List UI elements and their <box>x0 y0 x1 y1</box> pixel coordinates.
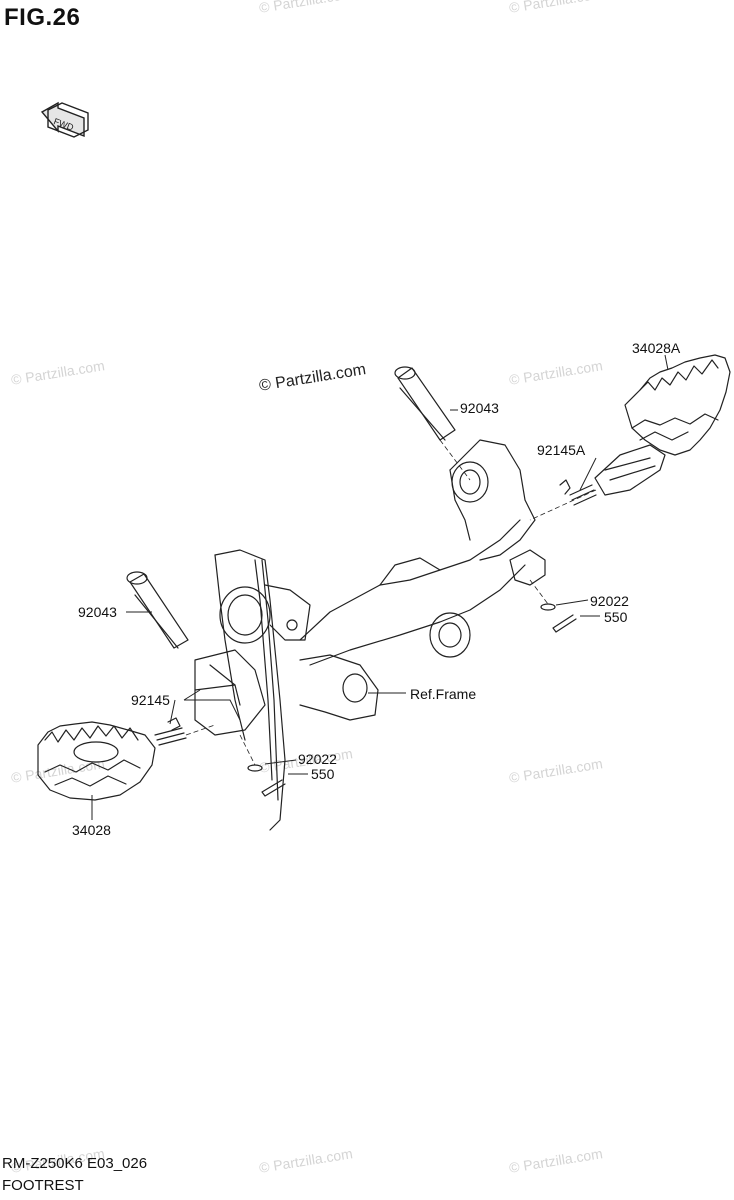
leader-line <box>579 457 597 491</box>
centerline <box>529 579 549 605</box>
cotter-pin-left-part <box>261 779 286 797</box>
fwd-arrow-icon: FWD <box>40 101 89 138</box>
callout-92145: 92145 <box>131 692 170 708</box>
centerline <box>239 734 256 766</box>
washer-left-part <box>247 764 263 772</box>
diagram-name: FOOTREST <box>2 1177 84 1194</box>
footrest-left-part <box>37 721 156 801</box>
leader-line <box>184 699 241 721</box>
centerline <box>439 439 471 481</box>
figure-title: FIG.26 <box>4 4 81 31</box>
diagram-code: RM-Z250K6 E03_026 <box>2 1155 148 1172</box>
callout-92022-right: 92022 <box>590 593 629 609</box>
frame-part <box>194 439 546 831</box>
pin-right-part <box>394 366 456 441</box>
leader-line <box>183 689 201 701</box>
leader-line <box>264 759 297 765</box>
callout-550-right: 550 <box>604 609 628 625</box>
callout-92145a: 92145A <box>537 442 586 458</box>
pin-left-part <box>126 571 189 649</box>
leader-line <box>555 599 589 606</box>
centerline <box>185 724 216 736</box>
centerline <box>529 489 597 521</box>
callout-92022-left: 92022 <box>298 751 337 767</box>
spring-left-part <box>154 717 187 746</box>
callout-550-left: 550 <box>311 766 335 782</box>
spring-right-part <box>559 479 597 506</box>
leader-line <box>664 354 669 371</box>
callout-ref-frame: Ref.Frame <box>410 686 477 702</box>
leader-line <box>169 699 176 725</box>
callout-34028a: 34028A <box>632 340 681 356</box>
cotter-pin-right-part <box>552 614 577 633</box>
footrest-right-part <box>594 354 731 496</box>
callout-92043-right: 92043 <box>460 400 499 416</box>
callout-34028: 34028 <box>72 822 111 838</box>
washer-right-part <box>540 603 556 611</box>
callout-92043-left: 92043 <box>78 604 117 620</box>
